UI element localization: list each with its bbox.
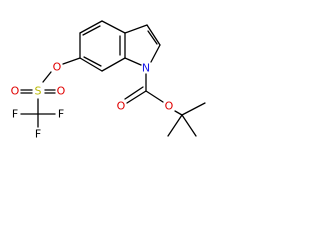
bond-c3a-c4 xyxy=(101,20,126,34)
bond-c6-c7-inner xyxy=(83,56,102,67)
bond-ccarbonyl-ocarbonyl xyxy=(126,90,147,104)
bond-ccarbonyl-oester xyxy=(145,90,164,103)
atom-f-mid: F xyxy=(35,128,41,141)
bond-cq-me2 xyxy=(181,114,197,137)
atom-f-left: F xyxy=(12,108,18,121)
bond-c7-c7a xyxy=(101,57,126,72)
structure-drawing: N O O O S O O F F F xyxy=(11,20,206,141)
bond-oester-cq xyxy=(174,110,183,116)
atom-f-right: F xyxy=(58,108,64,121)
bond-ccarbonyl-ocarbonyl-2 xyxy=(124,86,144,100)
bond-c6-oaryl xyxy=(62,57,81,65)
atom-o-carbonyl: O xyxy=(117,100,126,113)
atom-s1: S xyxy=(35,85,42,98)
bond-c3-c2 xyxy=(146,24,161,46)
bond-c2-n1 xyxy=(150,44,161,63)
bond-oaryl-s xyxy=(42,71,52,83)
atom-o-s-left: O xyxy=(11,85,20,98)
atom-o-s-right: O xyxy=(57,85,66,98)
bond-c3-c2-inner xyxy=(147,30,158,45)
atom-labels: N O O O S O O F F F xyxy=(11,61,174,141)
bond-c4-c5 xyxy=(79,20,103,34)
atom-o-aryl: O xyxy=(53,61,62,74)
bond-cq-me3 xyxy=(167,114,183,137)
molecule-diagram: N O O O S O O F F F xyxy=(0,0,224,157)
atom-n1: N xyxy=(142,62,150,75)
bonds xyxy=(20,20,206,137)
atom-o-ester: O xyxy=(165,100,174,113)
bond-c3a-c3 xyxy=(124,24,148,34)
bond-c6-c7 xyxy=(79,57,103,72)
bond-cq-me1 xyxy=(181,102,206,116)
bond-c4-c5-inner xyxy=(82,25,101,36)
bond-n1-c7a xyxy=(124,57,142,66)
